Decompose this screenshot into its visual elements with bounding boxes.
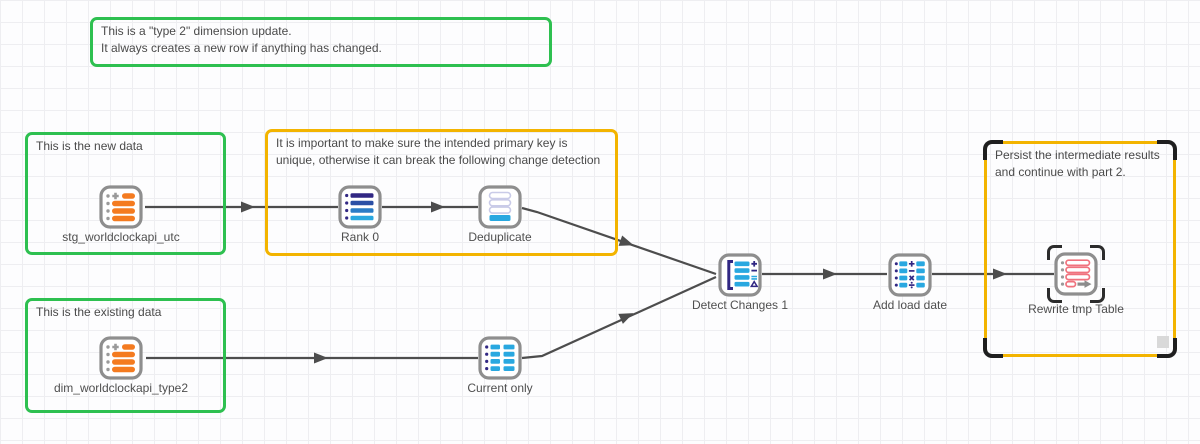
annotation-text: Persist the intermediate results and con… [995,148,1160,179]
node-label: Add load date [872,298,948,312]
selection-corner-mark [1157,338,1177,358]
selection-corner-mark [1157,140,1177,160]
calculate-column-icon [888,253,932,297]
node-label: Rank 0 [340,230,380,244]
node-label: Deduplicate [468,230,532,244]
selection-corner-mark [1047,288,1062,303]
detect-changes-icon [718,253,762,297]
edge-dedup-detect [521,206,717,276]
node-detect-changes-1[interactable]: Detect Changes 1 [655,253,825,312]
rank-icon [338,185,382,229]
selection-corner-mark [1047,245,1062,260]
edge-current-detect [521,275,717,360]
annotation-box-primary-key[interactable]: It is important to make sure the intende… [265,129,618,256]
node-label: dim_worldclockapi_type2 [53,381,189,395]
annotation-text: This is a "type 2" dimension update. It … [101,24,382,55]
node-label: stg_worldclockapi_utc [62,230,180,244]
annotation-text: It is important to make sure the intende… [276,136,601,167]
node-deduplicate[interactable]: Deduplicate [415,185,585,244]
annotation-box-type2[interactable]: This is a "type 2" dimension update. It … [90,17,552,67]
node-stg-worldclockapi-utc[interactable]: stg_worldclockapi_utc [36,185,206,244]
annotation-box-new-data[interactable]: This is the new data [25,132,226,255]
annotation-box-existing-data[interactable]: This is the existing data [25,298,226,413]
selected-node-frame [1047,245,1105,303]
node-current-only[interactable]: Current only [415,336,585,395]
import-table-icon [99,185,143,229]
deduplicate-icon [478,185,522,229]
node-rank-0[interactable]: Rank 0 [275,185,445,244]
node-label: Current only [467,381,533,395]
node-add-load-date[interactable]: Add load date [825,253,995,312]
node-label: Rewrite tmp Table [1028,302,1124,316]
selection-corner-mark [1090,288,1105,303]
export-table-icon [1054,252,1098,296]
filter-columns-icon [478,336,522,380]
annotation-text: This is the existing data [36,305,162,319]
annotation-box-persist[interactable]: Persist the intermediate results and con… [983,140,1177,358]
node-label: Detect Changes 1 [691,298,789,312]
arrowheads [241,201,1007,364]
import-table-icon [99,336,143,380]
annotation-text: This is the new data [36,139,143,153]
node-rewrite-tmp-table[interactable]: Rewrite tmp Table [991,245,1161,316]
selection-corner-mark [983,140,1003,160]
node-dim-worldclockapi-type2[interactable]: dim_worldclockapi_type2 [36,336,206,395]
selection-corner-mark [983,338,1003,358]
selection-corner-mark [1090,245,1105,260]
